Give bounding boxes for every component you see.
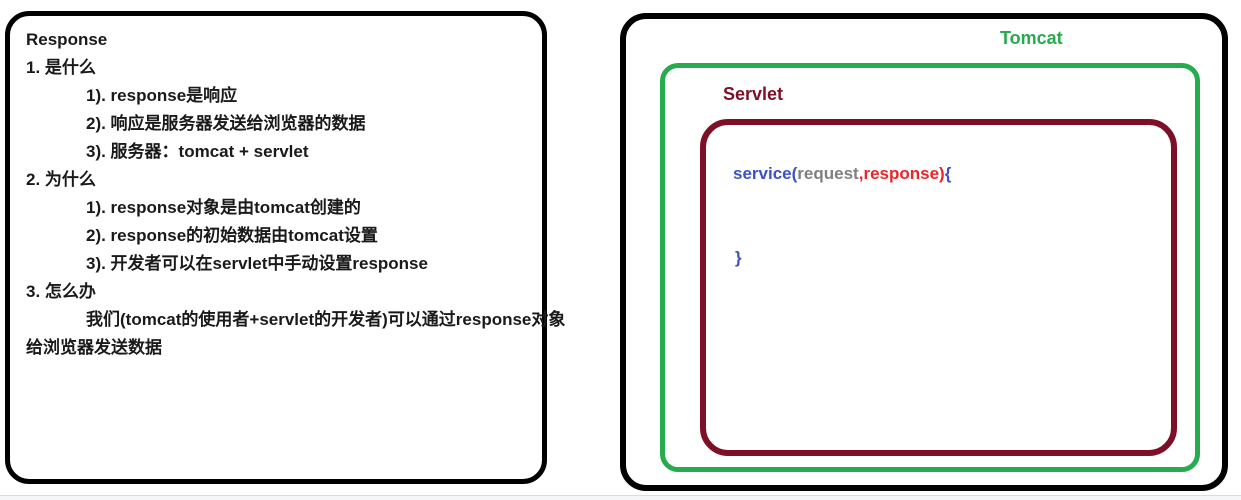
servlet-box: Servlet service(request,response){ } (660, 63, 1200, 472)
note-line: 我们(tomcat的使用者+servlet的开发者)可以通过response对象 (86, 310, 566, 329)
note-line: 给浏览器发送数据 (26, 338, 162, 357)
service-method-box: service(request,response){ } (700, 119, 1177, 456)
code-token: request (797, 164, 859, 183)
code-token: ) (939, 164, 945, 183)
note-line: Response (26, 30, 108, 49)
note-line: 1. 是什么 (26, 58, 96, 77)
service-code-line: service(request,response){ (733, 164, 951, 184)
servlet-label: Servlet (723, 84, 784, 104)
note-line: 2). 响应是服务器发送给浏览器的数据 (86, 114, 366, 133)
code-token: ( (791, 164, 798, 183)
service-code-close-brace: } (735, 248, 742, 267)
note-line: 3). 服务器：tomcat + servlet (86, 142, 309, 161)
note-line: 2). response的初始数据由tomcat设置 (86, 226, 378, 245)
note-line: 2. 为什么 (26, 170, 96, 189)
code-token: , (858, 164, 864, 183)
code-token: service (733, 164, 792, 183)
bottom-edge-strip (0, 495, 1241, 500)
tomcat-label: Tomcat (1000, 28, 1063, 48)
code-token: { (944, 164, 952, 183)
tomcat-box: Tomcat Servlet service(request,response)… (620, 13, 1228, 491)
note-line: 3. 怎么办 (26, 282, 96, 301)
note-line: 3). 开发者可以在servlet中手动设置response (86, 254, 428, 273)
code-token: response (863, 164, 940, 183)
response-notes-box: Response 1. 是什么 1). response是响应 2). 响应是服务器发… (5, 11, 566, 484)
note-line: 1). response是响应 (86, 86, 238, 105)
note-line: 1). response对象是由tomcat创建的 (86, 198, 361, 217)
notes-list: Response 1. 是什么 1). response是响应 2). 响应是服务器发… (10, 16, 566, 362)
